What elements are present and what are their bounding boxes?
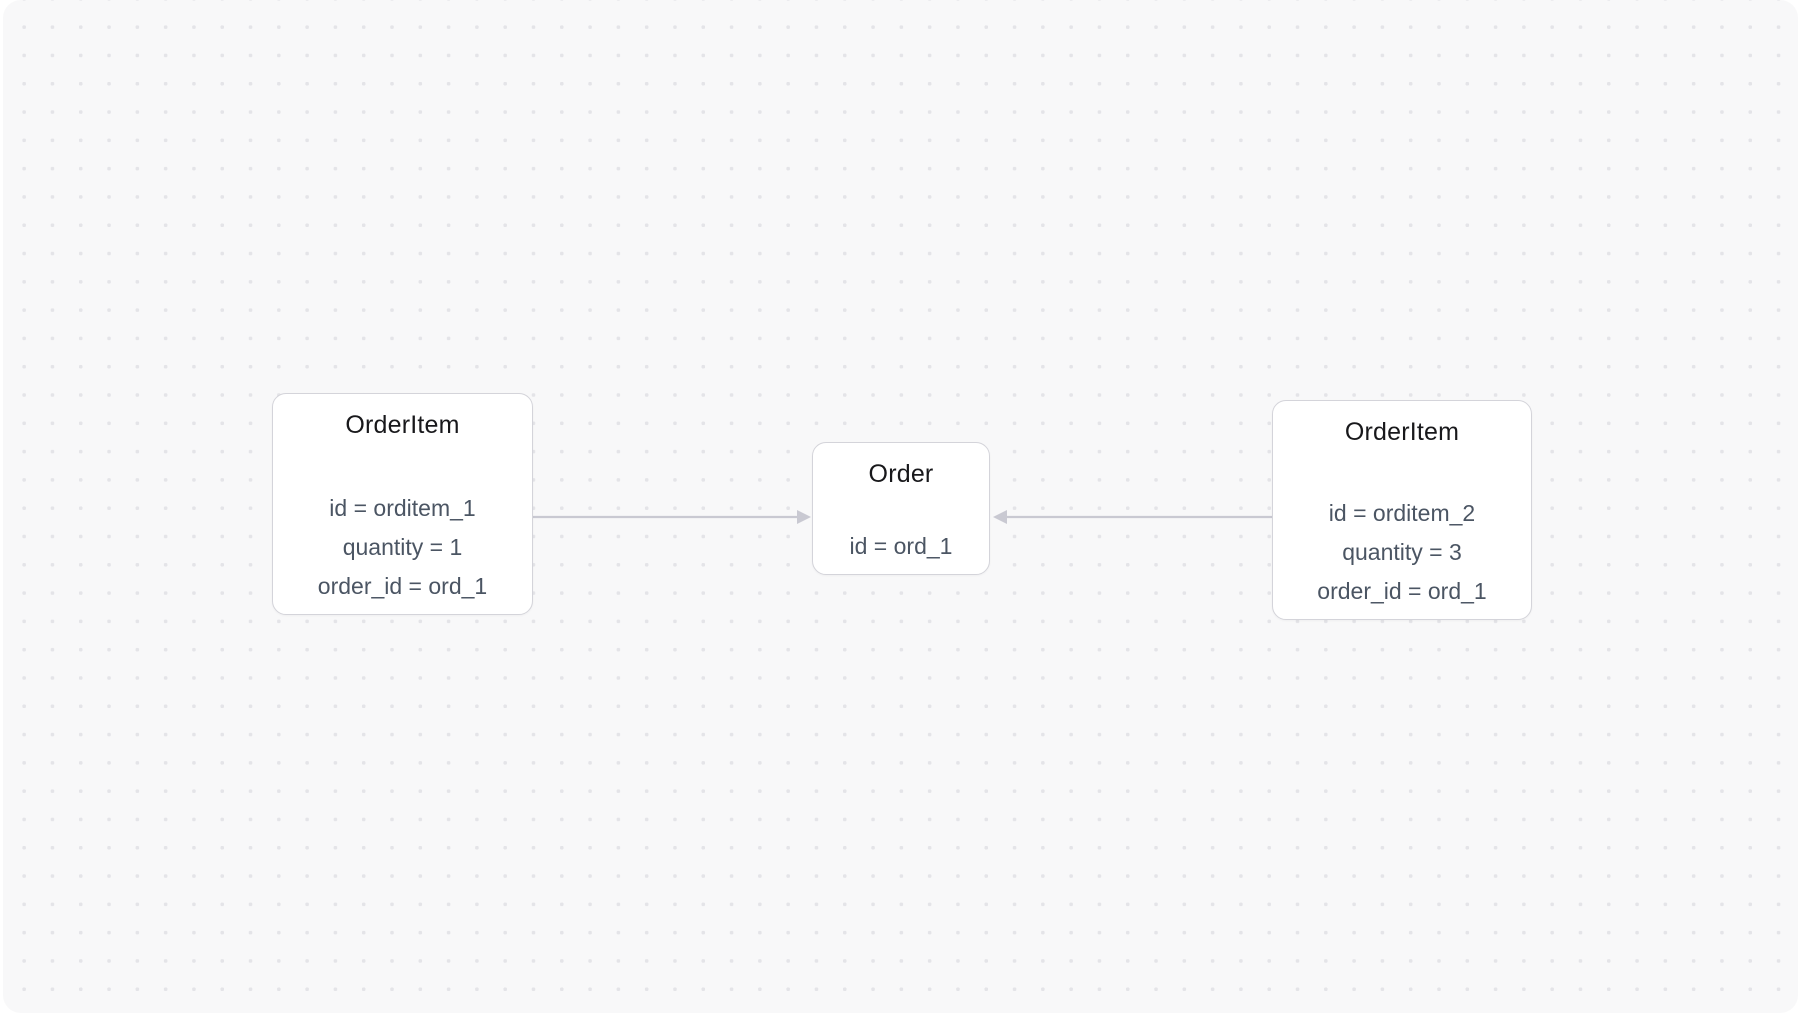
node-attribute: id = orditem_2: [1328, 500, 1476, 526]
node-attribute: quantity = 3: [1342, 539, 1462, 565]
node-title: Order: [868, 460, 934, 488]
node-title: OrderItem: [345, 411, 460, 439]
node-attribute: quantity = 1: [342, 534, 463, 560]
node-attributes: id = ord_1: [850, 527, 953, 566]
node-attribute: id = ord_1: [849, 533, 953, 559]
node-attributes: id = orditem_2 quantity = 3 order_id = o…: [1317, 494, 1486, 611]
arrowhead-right-icon: [797, 510, 811, 524]
node-orderitem-2[interactable]: OrderItem id = orditem_2 quantity = 3 or…: [1272, 400, 1532, 620]
node-title: OrderItem: [1344, 418, 1460, 446]
node-attribute: order_id = ord_1: [317, 573, 488, 599]
flow-canvas[interactable]: OrderItem id = orditem_1 quantity = 1 or…: [3, 0, 1798, 1013]
node-attribute: order_id = ord_1: [1317, 578, 1487, 604]
edge-orderitem2-to-order[interactable]: [993, 510, 1272, 524]
node-orderitem-1[interactable]: OrderItem id = orditem_1 quantity = 1 or…: [272, 393, 533, 615]
node-order[interactable]: Order id = ord_1: [812, 442, 990, 575]
edge-orderitem1-to-order[interactable]: [533, 510, 811, 524]
node-attributes: id = orditem_1 quantity = 1 order_id = o…: [318, 489, 487, 606]
node-attribute: id = orditem_1: [329, 495, 476, 521]
arrowhead-left-icon: [993, 510, 1007, 524]
